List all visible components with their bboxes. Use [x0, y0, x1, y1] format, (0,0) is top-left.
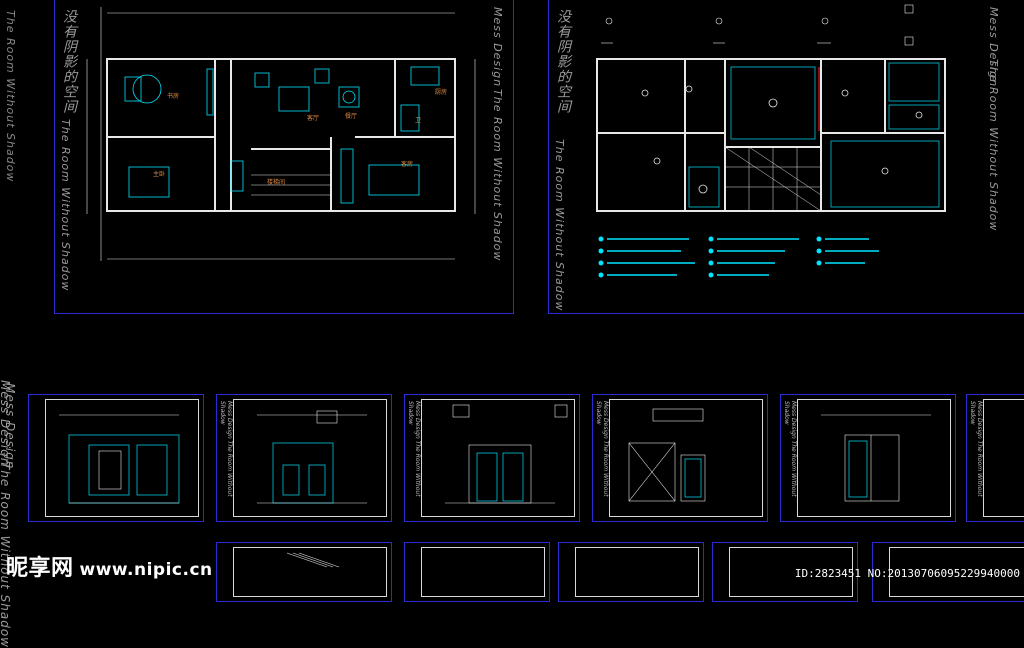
elevation-frame: [233, 399, 387, 517]
floor-plan-drawing: [86, 7, 476, 261]
brand-vertical-left: The Room Without Shadow: [4, 10, 17, 183]
site-watermark-cn: 昵享网: [6, 556, 74, 581]
elevation-thumb-5[interactable]: Mess Design The Room Without Shadow: [780, 394, 956, 522]
room-label-stair: 楼梯间: [267, 179, 286, 186]
detail-thumb-3[interactable]: [558, 542, 704, 602]
sheet2-brand-en: The Room Without Shadow: [553, 139, 566, 312]
elevation-drawing-3: [445, 404, 568, 504]
elevation-drawing-5: [821, 414, 931, 502]
room-label-guest: 客房: [401, 161, 414, 168]
sheet1-brand-cn: 没有阴影的空间: [61, 9, 77, 114]
ceiling-plan-drawing: [596, 4, 946, 278]
room-label-master: 主卧: [153, 171, 166, 178]
room-label-living: 客厅: [307, 115, 320, 122]
site-watermark-url: www.nipic.cn: [79, 560, 213, 580]
elevation-drawing-4: [628, 408, 706, 502]
room-label-bath: 卫: [415, 117, 422, 124]
elevation-drawing-1: [59, 414, 180, 504]
floor-plan-sheet[interactable]: 没有阴影的空间 The Room Without Shadow Mess Des…: [54, 0, 514, 314]
sheet1-brand-right: The Room Without Shadow: [491, 89, 504, 262]
elevation-frame: [45, 399, 199, 517]
elevation-frame: [983, 399, 1024, 517]
room-label-study: 书房: [167, 93, 180, 100]
ceiling-plan-sheet[interactable]: 没有阴影的空间 The Room Without Shadow Mess Des…: [548, 0, 1024, 314]
room-label-kitchen: 厨房: [435, 89, 448, 96]
elevation-thumb-6[interactable]: Mess Design The Room Without Shadow: [966, 394, 1024, 522]
elevation-frame: [797, 399, 951, 517]
sheet2-brand-cn: 没有阴影的空间: [555, 9, 571, 114]
thumb-side-label: Mess Design The Room Without Shadow: [595, 401, 609, 497]
detail-thumb-2[interactable]: [404, 542, 550, 602]
elevation-frame: [609, 399, 763, 517]
thumb-side-label: Mess Design The Room Without Shadow: [783, 401, 797, 497]
elevation-frame: [421, 399, 575, 517]
thumb-brand: Mess Design: [3, 383, 17, 470]
elevation-drawing-2: [257, 410, 367, 504]
sheet2-brand-right2: The Room Without Shadow: [987, 59, 1000, 232]
room-label-dining: 餐厅: [345, 113, 358, 120]
sheet2-brand-right: Mess Design: [987, 7, 1000, 88]
detail-frame: [575, 547, 699, 597]
elevation-thumb-2[interactable]: Mess Design The Room Without Shadow: [216, 394, 392, 522]
thumb-side-label: Mess Design The Room Without Shadow: [219, 401, 233, 497]
elevation-thumb-3[interactable]: Mess Design The Room Without Shadow: [404, 394, 580, 522]
detail-thumb-1[interactable]: [216, 542, 392, 602]
sheet1-brand-en: The Room Without Shadow: [59, 119, 72, 292]
image-id-watermark: ID:2823451 NO:20130706095229940000: [794, 567, 1020, 580]
detail-drawing-1: [286, 552, 340, 568]
elevation-thumb-4[interactable]: Mess Design The Room Without Shadow: [592, 394, 768, 522]
thumb-side-label: Mess Design The Room Without Shadow: [969, 401, 983, 497]
brand-vertical-bottom-left: Mess Design: [0, 380, 12, 467]
thumb-side-label: Mess Design The Room Without Shadow: [407, 401, 421, 497]
elevation-thumb-1[interactable]: Mess Design: [3, 383, 204, 522]
detail-frame: [421, 547, 545, 597]
sheet1-brand-mess: Mess Design: [491, 7, 504, 88]
